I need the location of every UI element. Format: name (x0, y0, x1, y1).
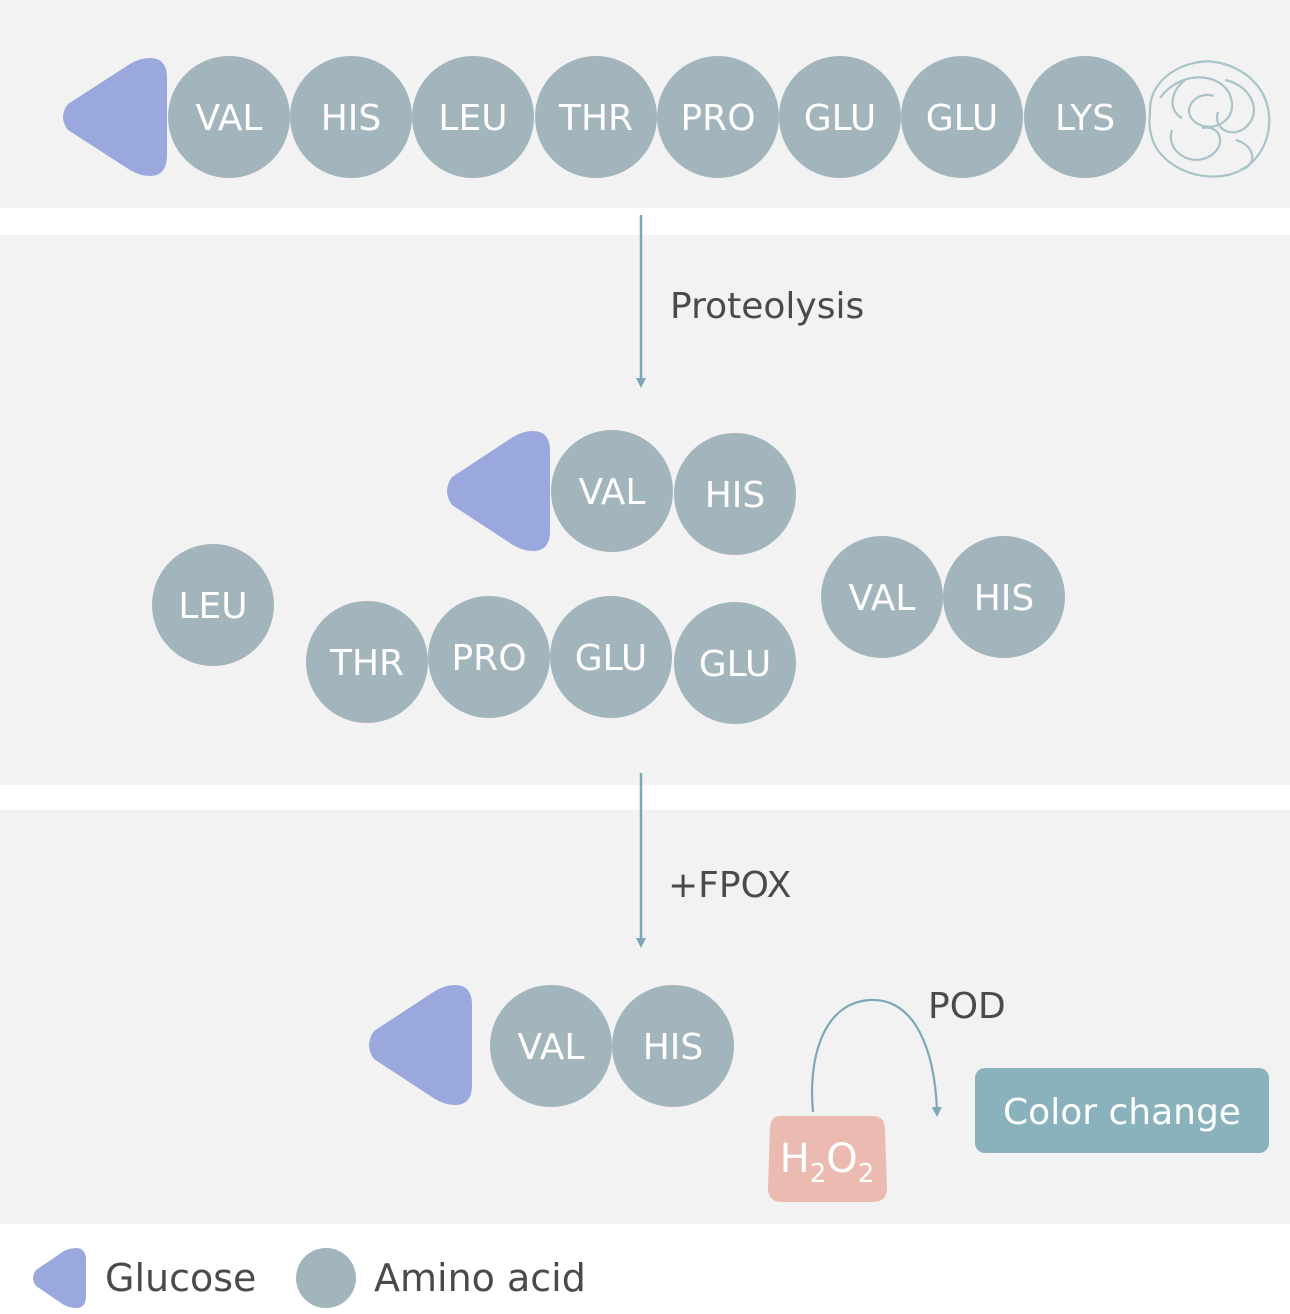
top-chain-residues: VAL HIS LEU THR PRO GLU GLU LYS (168, 56, 1146, 178)
amino-acid-circle (490, 985, 612, 1107)
pod-label: POD (928, 986, 1006, 1027)
amino-acid-label: GLU (575, 638, 648, 679)
proteolysis-label: Proteolysis (670, 286, 864, 327)
amino-acid-circle (674, 433, 796, 555)
amino-acid-circle (290, 56, 412, 178)
amino-acid-label: LYS (1055, 98, 1115, 139)
amino-acid-label: HIS (321, 98, 382, 139)
amino-acid-circle (168, 56, 290, 178)
amino-acid-circle (152, 544, 274, 666)
amino-acid-label: HIS (643, 1027, 704, 1068)
amino-acid-label: THR (558, 98, 633, 139)
glucose-icon (369, 985, 472, 1105)
h2o2-label: H2O2 (780, 1136, 875, 1189)
glycated-dipeptide-fragment: VAL HIS (551, 430, 796, 555)
glycated-dipeptide-product: VAL HIS (490, 985, 734, 1107)
amino-acid-circle (821, 536, 943, 658)
amino-acid-circle (779, 56, 901, 178)
amino-acid-label: LEU (178, 586, 247, 627)
amino-acid-circle (674, 602, 796, 724)
amino-acid-label: VAL (517, 1027, 584, 1068)
single-residue-fragment: LEU (152, 544, 274, 666)
amino-acid-circle (535, 56, 657, 178)
amino-acid-label: PRO (451, 638, 526, 679)
amino-acid-circle (551, 430, 673, 552)
glucose-icon (63, 58, 167, 176)
amino-acid-circle (550, 596, 672, 718)
color-change-badge (975, 1068, 1269, 1153)
amino-acid-circle (1024, 56, 1146, 178)
amino-acid-label: HIS (705, 475, 766, 516)
amino-acid-label: VAL (848, 578, 915, 619)
legend-glucose-label: Glucose (105, 1256, 256, 1300)
amino-acid-circle (306, 601, 428, 723)
protein-coil-icon (1148, 60, 1271, 178)
amino-acid-circle (901, 56, 1023, 178)
amino-acid-label: GLU (699, 644, 772, 685)
amino-acid-circle (943, 536, 1065, 658)
amino-acid-label: VAL (195, 98, 262, 139)
glucose-icon (447, 431, 550, 551)
legend-glucose-icon (33, 1248, 86, 1308)
amino-acid-label: VAL (578, 472, 645, 513)
pod-reaction-arrow (810, 998, 942, 1117)
color-change-label: Color change (1003, 1092, 1241, 1133)
legend-amino-acid-icon (296, 1248, 356, 1308)
fpox-label: +FPOX (668, 865, 791, 906)
amino-acid-circle (412, 56, 534, 178)
amino-acid-label: PRO (680, 98, 755, 139)
amino-acid-label: GLU (804, 98, 877, 139)
tetrapeptide-fragment: THR PRO GLU GLU (306, 596, 796, 724)
h2o2-badge (768, 1116, 887, 1202)
amino-acid-label: GLU (926, 98, 999, 139)
amino-acid-label: LEU (438, 98, 507, 139)
legend-amino-acid-label: Amino acid (374, 1256, 586, 1300)
amino-acid-label: THR (329, 643, 404, 684)
amino-acid-label: HIS (974, 578, 1035, 619)
amino-acid-circle (612, 985, 734, 1107)
amino-acid-circle (428, 596, 550, 718)
free-dipeptide-fragment: VAL HIS (821, 536, 1065, 658)
amino-acid-circle (657, 56, 779, 178)
